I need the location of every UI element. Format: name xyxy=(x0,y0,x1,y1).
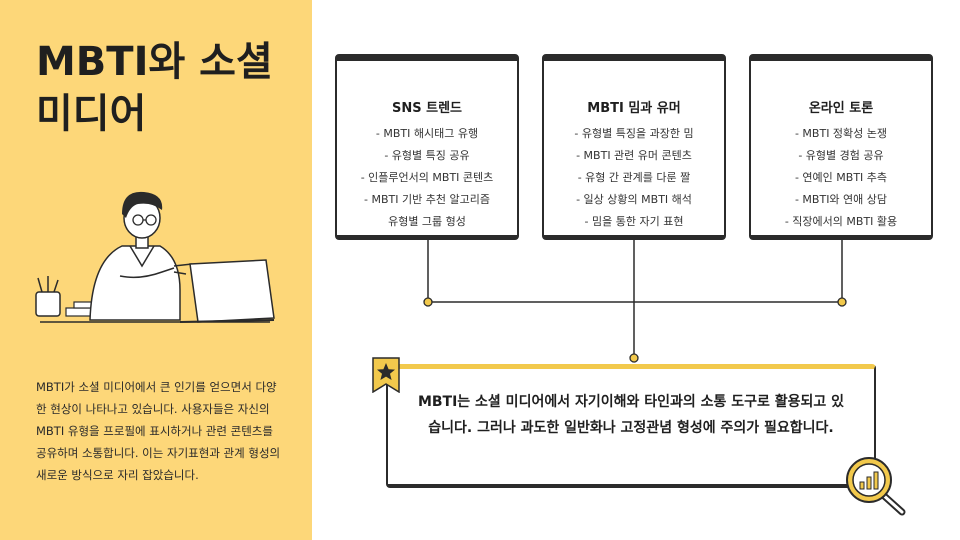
card-item-list: - MBTI 정확성 논쟁 - 유형별 경험 공유 - 연예인 MBTI 추측 … xyxy=(757,123,925,233)
card-title: SNS 트렌드 xyxy=(391,101,462,116)
list-item: - MBTI 관련 유머 콘텐츠 xyxy=(576,149,692,162)
list-item: - 유형별 특징 공유 xyxy=(384,149,470,162)
list-item: - 일상 상황의 MBTI 해석 xyxy=(576,193,692,206)
list-item: - 연예인 MBTI 추측 xyxy=(794,171,888,184)
card-online-discussion: 온라인 토론 - MBTI 정확성 논쟁 - 유형별 경험 공유 - 연예인 M… xyxy=(749,54,933,240)
card-title: 온라인 토론 xyxy=(808,101,874,116)
summary-box: MBTI는 소셜 미디어에서 자기이해와 타인과의 소통 도구로 활용되고 있습… xyxy=(386,364,876,488)
list-item: - 유형 간 관계를 다룬 짤 xyxy=(577,171,691,184)
list-item: - 유형별 경험 공유 xyxy=(798,149,884,162)
list-item: - MBTI와 연애 상담 xyxy=(794,193,888,206)
description-text: MBTI가 소셜 미디어에서 큰 인기를 얻으면서 다양한 현상이 나타나고 있… xyxy=(36,380,281,482)
card-title: MBTI 밈과 유머 xyxy=(587,101,681,116)
connector-dot xyxy=(629,353,639,363)
list-item: - MBTI 기반 추천 알고리즘 xyxy=(364,193,490,206)
card-sns-trend: SNS 트렌드 - MBTI 해시태그 유행 - 유형별 특징 공유 - 인플루… xyxy=(335,54,519,240)
card-mbti-meme: MBTI 밈과 유머 - 유형별 특징을 과장한 밈 - MBTI 관련 유머 … xyxy=(542,54,726,240)
card-item-list: - 유형별 특징을 과장한 밈 - MBTI 관련 유머 콘텐츠 - 유형 간 … xyxy=(550,123,718,233)
list-item: - 밈을 통한 자기 표현 xyxy=(584,215,684,228)
list-item: - 인플루언서의 MBTI 콘텐츠 xyxy=(360,171,494,184)
page-title: MBTI와 소셜 미디어 xyxy=(36,39,273,137)
list-item: - MBTI 해시태그 유행 xyxy=(375,127,479,140)
list-item: 유형별 그룹 형성 xyxy=(388,215,466,228)
list-item: - 유형별 특징을 과장한 밈 xyxy=(574,127,694,140)
list-item: - 직장에서의 MBTI 활용 xyxy=(784,215,898,228)
list-item: - MBTI 정확성 논쟁 xyxy=(794,127,888,140)
connector-dot xyxy=(423,297,433,307)
card-item-list: - MBTI 해시태그 유행 - 유형별 특징 공유 - 인플루언서의 MBTI… xyxy=(343,123,511,233)
connector-dot xyxy=(837,297,847,307)
person-at-computer-illustration xyxy=(35,191,275,323)
magnifier-chart-icon xyxy=(846,457,906,516)
summary-text: MBTI는 소셜 미디어에서 자기이해와 타인과의 소통 도구로 활용되고 있습… xyxy=(417,394,845,436)
star-icon xyxy=(372,357,400,393)
